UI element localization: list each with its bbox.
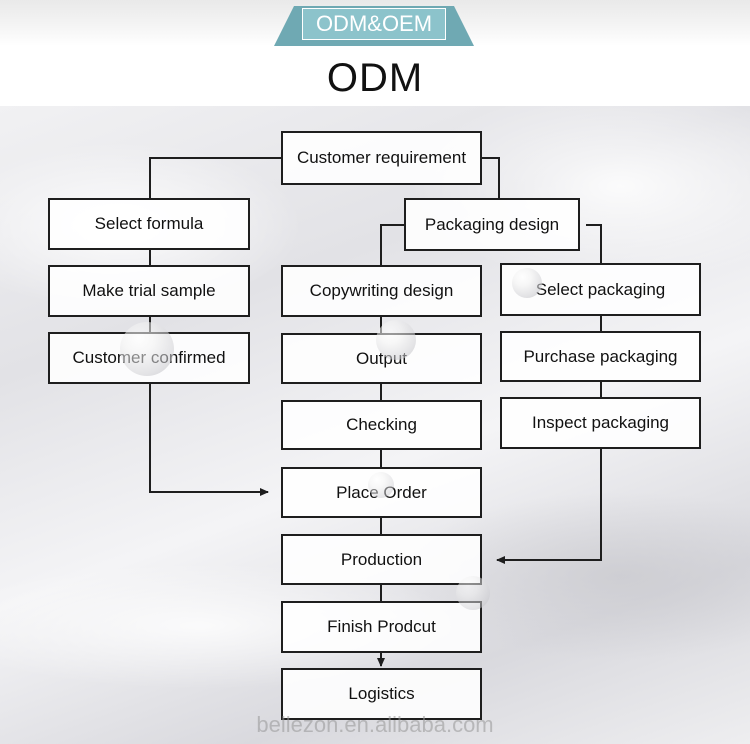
- box-copywriting-design: Copywriting design: [281, 265, 482, 317]
- header: ODM&OEM ODM: [0, 0, 750, 106]
- box-make-trial-sample: Make trial sample: [48, 265, 250, 317]
- pearl-decoration: [120, 322, 174, 376]
- box-customer-requirement: Customer requirement: [281, 131, 482, 185]
- box-select-formula: Select formula: [48, 198, 250, 250]
- box-purchase-packaging: Purchase packaging: [500, 331, 701, 382]
- pearl-decoration: [456, 576, 490, 610]
- box-packaging-design: Packaging design: [404, 198, 580, 251]
- box-checking: Checking: [281, 400, 482, 450]
- pearl-decoration: [376, 320, 416, 360]
- box-logistics: Logistics: [281, 668, 482, 720]
- box-production: Production: [281, 534, 482, 585]
- box-finish-product: Finish Prodcut: [281, 601, 482, 653]
- ribbon-label: ODM&OEM: [302, 8, 446, 40]
- pearl-decoration: [512, 268, 542, 298]
- watermark: bellezon.en.alibaba.com: [256, 712, 494, 737]
- box-inspect-packaging: Inspect packaging: [500, 397, 701, 449]
- pearl-decoration: [368, 472, 394, 498]
- page-title: ODM: [326, 56, 424, 100]
